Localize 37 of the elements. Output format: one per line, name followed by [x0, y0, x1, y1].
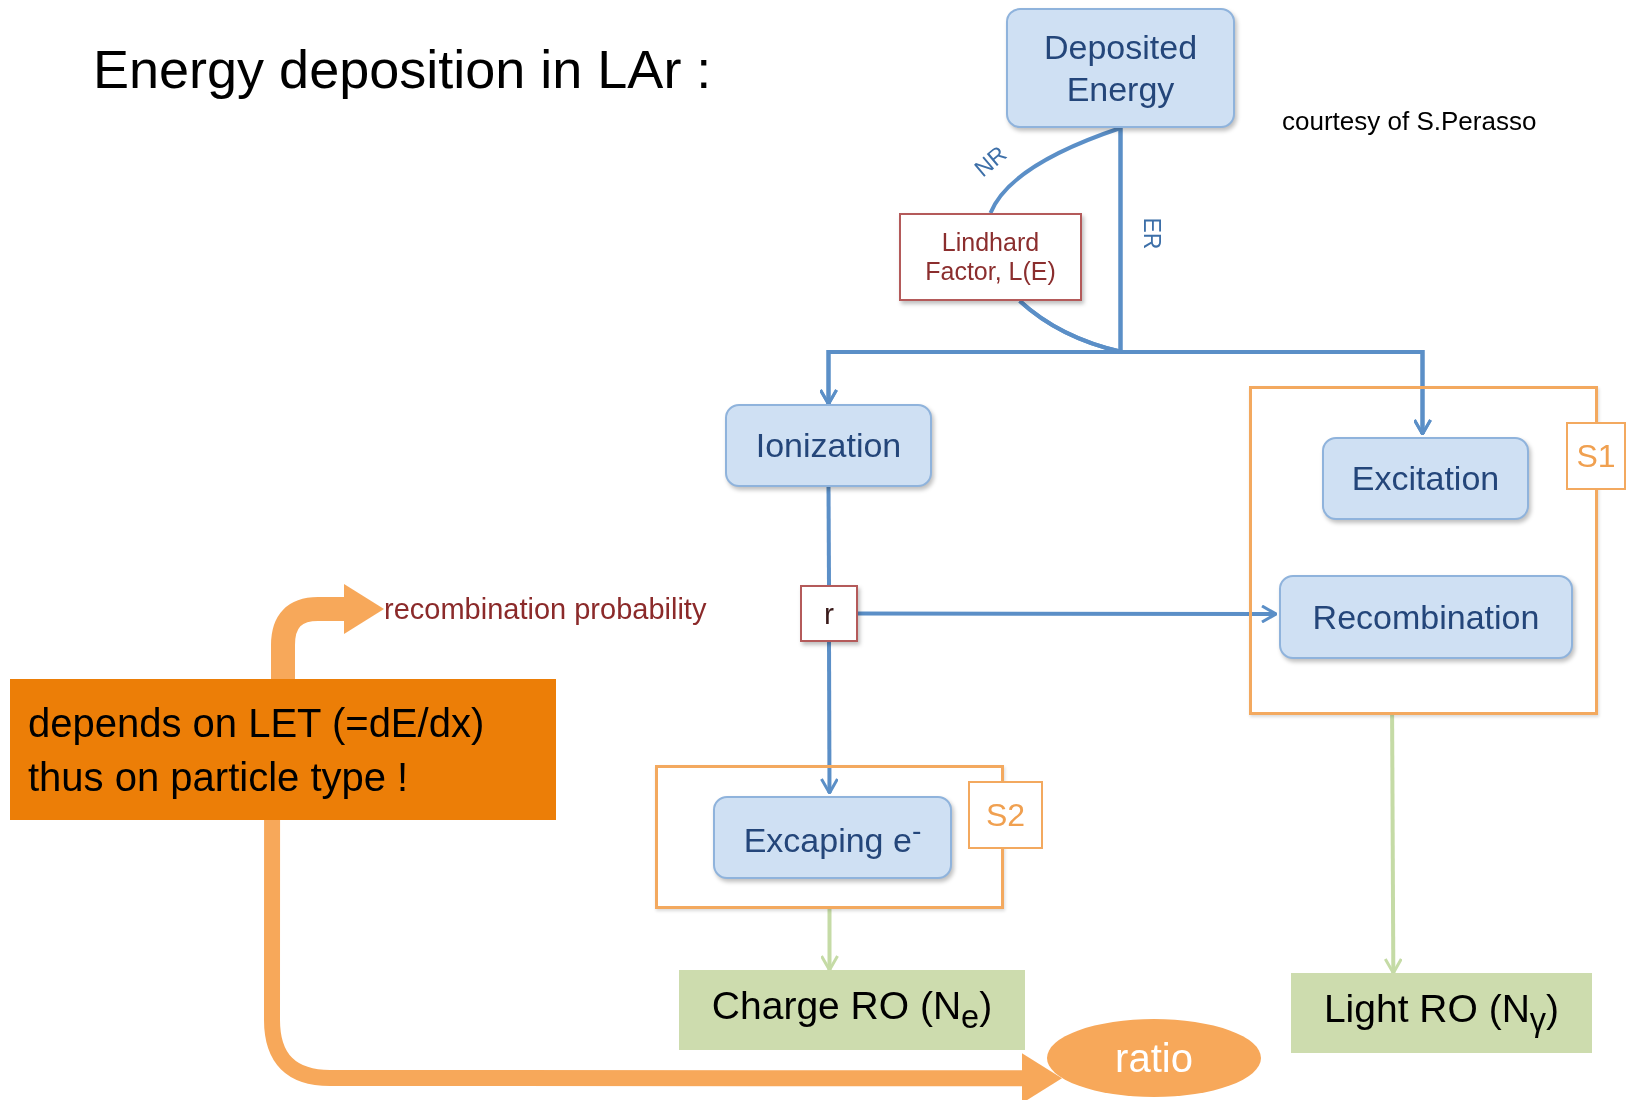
signal-tag [1566, 422, 1626, 490]
node-label: S1 [1576, 437, 1616, 475]
arrow [858, 604, 1278, 624]
credit-note: courtesy of S.Perasso [1282, 106, 1537, 137]
node-label: S2 [985, 796, 1026, 834]
parameter-box [800, 585, 858, 642]
connector-line [988, 126, 1122, 214]
node-label: Ionization [755, 425, 902, 467]
arrow [1018, 299, 1432, 436]
readout-box [679, 970, 1025, 1050]
node-label: ratio [1115, 1035, 1193, 1081]
signal-tag [968, 781, 1043, 849]
node-label: r [824, 596, 834, 631]
node-label: recombination probability [384, 592, 707, 626]
node-label: Recombination [1312, 596, 1540, 638]
node-label: Excaping e$^{-}$ [743, 813, 922, 862]
node-label: Deposited Energy [1042, 26, 1199, 110]
factor-box [899, 213, 1082, 301]
arrow [1383, 715, 1403, 975]
arrow [264, 820, 1062, 1100]
connector-line [826, 487, 831, 585]
arrow [819, 642, 839, 795]
process-box [1279, 575, 1573, 659]
node-label: Light RO (N$_{γ}$) [1323, 987, 1560, 1039]
diagram-title: Energy deposition in LAr : [93, 38, 712, 100]
node-label: Excitation [1351, 458, 1500, 500]
callout-box [10, 679, 556, 820]
node-label: Charge RO (N$_{e}$) [711, 984, 993, 1036]
process-box [1006, 8, 1235, 128]
node-label: Lindhard Factor, L(E) [924, 228, 1057, 286]
process-box [1322, 437, 1529, 520]
process-box [713, 796, 952, 879]
readout-box [1291, 973, 1592, 1053]
arrow [271, 584, 384, 679]
node-label: depends on LET (=dE/dx) thus on particle type ! [28, 699, 486, 801]
arrow [820, 909, 839, 972]
process-box [725, 404, 932, 487]
